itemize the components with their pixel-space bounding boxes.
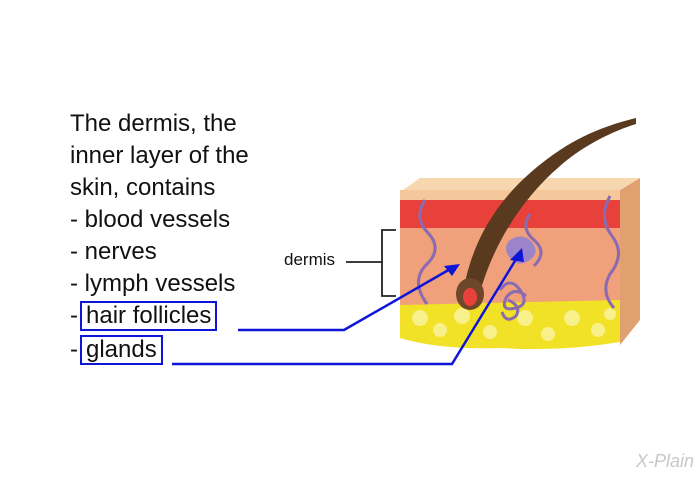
blood-vessels xyxy=(417,195,620,309)
highlight-box-hair-follicles: hair follicles xyxy=(80,301,218,331)
list-item-label: lymph vessels xyxy=(84,270,236,297)
list-bullet: - xyxy=(70,206,85,233)
arrow-head-follicle xyxy=(444,264,460,276)
intro-line-1: The dermis, the xyxy=(70,110,237,137)
fat-layer xyxy=(400,300,620,350)
fat-cells xyxy=(412,308,616,341)
list-bullet: - xyxy=(70,270,85,297)
arrow-head-gland xyxy=(510,248,524,262)
list-item-label: nerves xyxy=(84,238,157,265)
highlight-box-glands: glands xyxy=(80,335,163,365)
list-bullet: - xyxy=(70,238,85,265)
hair-shaft xyxy=(462,118,636,300)
follicle-papilla xyxy=(463,288,477,306)
list-item-blood-vessels: - blood vessels xyxy=(70,204,230,236)
dermis-label: dermis xyxy=(284,250,336,269)
intro-line-2: inner layer of the xyxy=(70,142,249,169)
list-item-label: blood vessels xyxy=(84,206,231,233)
list-item-hair-follicles: -hair follicles xyxy=(70,300,218,332)
list-item-lymph-vessels: - lymph vessels xyxy=(70,268,235,300)
skin-block-side xyxy=(620,178,640,345)
dermis-bracket xyxy=(346,229,396,297)
list-item-nerves: - nerves xyxy=(70,236,157,268)
gland xyxy=(498,281,527,321)
intro-line-3: skin, contains xyxy=(70,174,216,201)
xplain-logo: X-Plain xyxy=(635,451,694,471)
list-bullet: - xyxy=(70,302,78,329)
highlight-connectors xyxy=(172,255,520,366)
list-item-glands: -glands xyxy=(70,334,163,366)
list-bullet: - xyxy=(70,336,78,363)
